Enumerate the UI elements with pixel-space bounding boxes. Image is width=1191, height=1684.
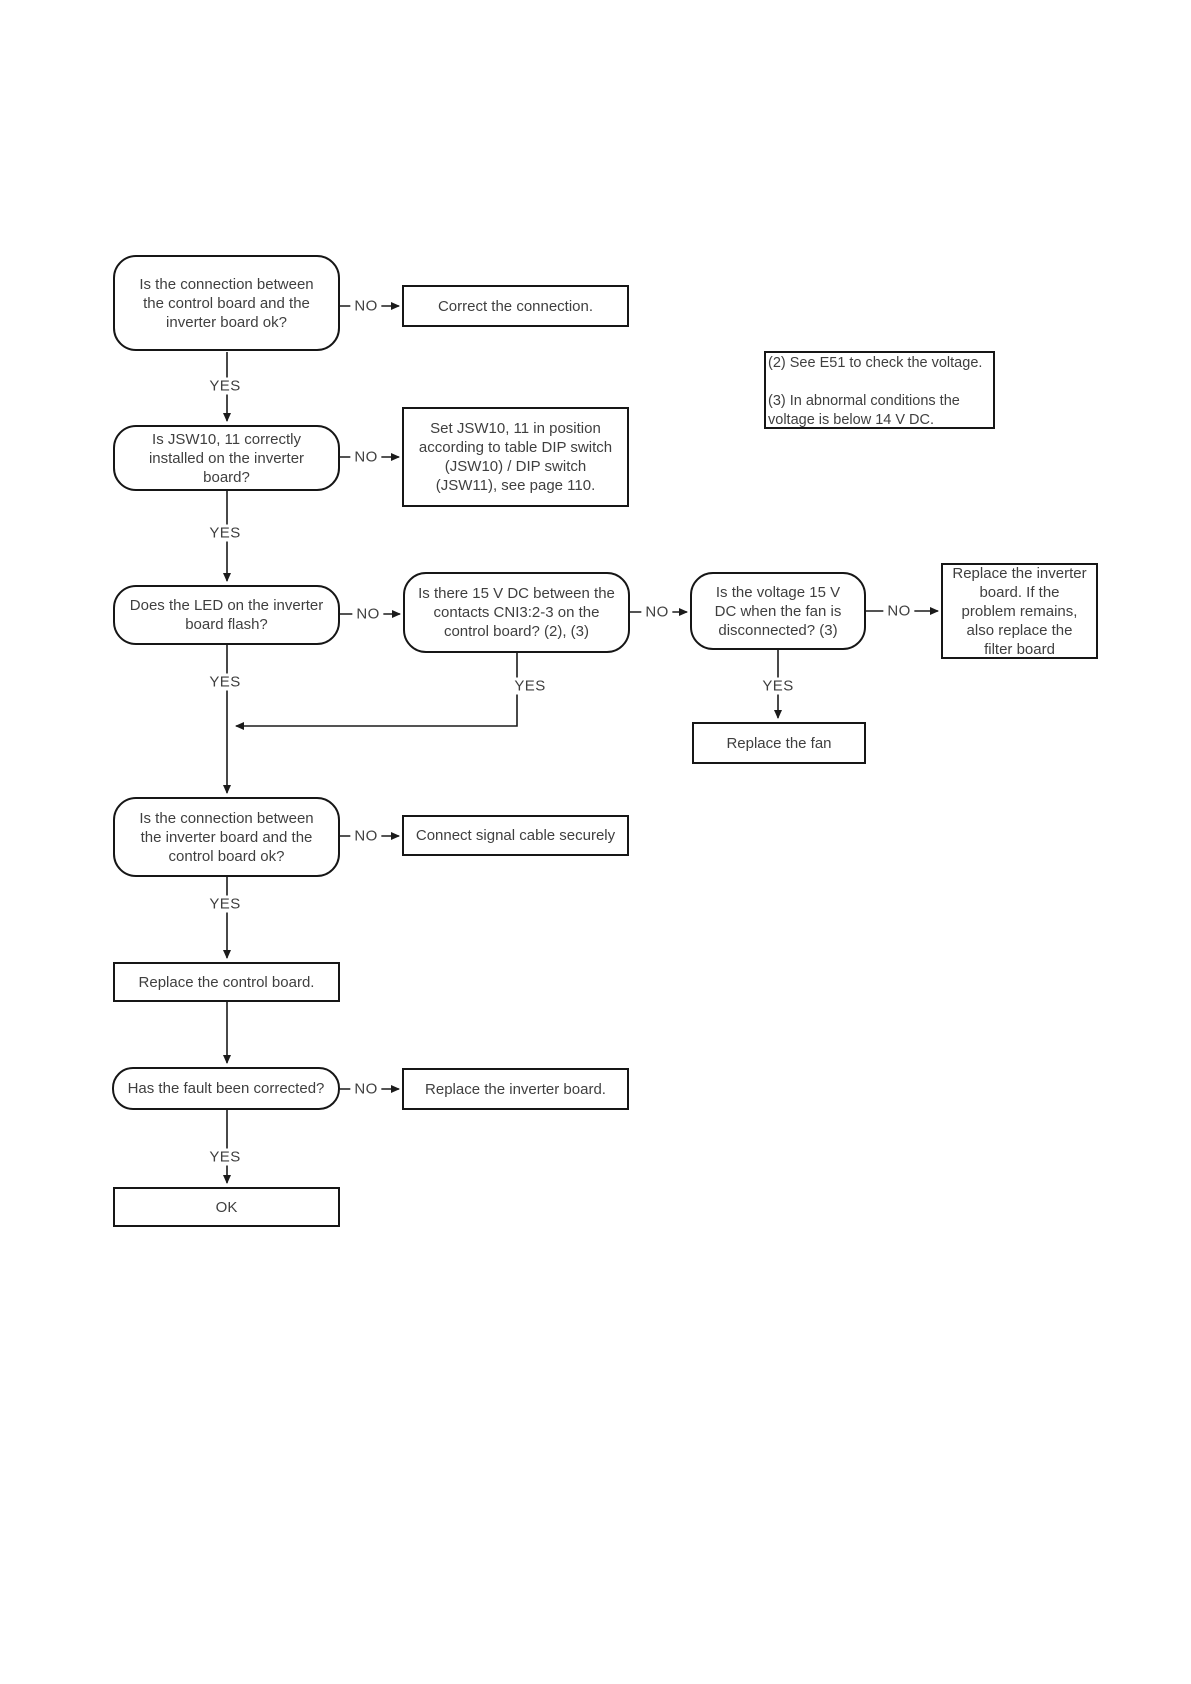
label-yes-1: YES	[205, 377, 245, 395]
connector-q4-yes-join	[235, 653, 518, 730]
label-yes-5: YES	[758, 677, 798, 695]
label-yes-4: YES	[510, 677, 550, 695]
label-no-7: NO	[350, 1080, 382, 1098]
decision-led-flash: Does the LED on the inverter board flash…	[113, 585, 340, 645]
label-no-3: NO	[352, 605, 384, 623]
label-no-4: NO	[641, 603, 673, 621]
label-yes-3: YES	[205, 673, 245, 691]
decision-jsw-installed: Is JSW10, 11 correctly installed on the …	[113, 425, 340, 491]
action-replace-inverter-board: Replace the inverter board.	[402, 1068, 629, 1110]
note-line-3: voltage is below 14 V DC.	[768, 412, 935, 428]
note-spacer	[768, 373, 993, 392]
label-yes-6: YES	[205, 895, 245, 913]
label-yes-2: YES	[205, 524, 245, 542]
action-replace-fan: Replace the fan	[692, 722, 866, 764]
note-line-1: (2) See E51 to check the voltage.	[768, 355, 983, 371]
note-line-2: (3) In abnormal conditions the	[768, 393, 960, 409]
label-no-2: NO	[350, 448, 382, 466]
label-yes-7: YES	[205, 1148, 245, 1166]
decision-control-inverter-connection: Is the connection between the control bo…	[113, 255, 340, 351]
action-set-jsw: Set JSW10, 11 in position according to t…	[402, 407, 629, 507]
label-no-1: NO	[350, 297, 382, 315]
decision-fault-corrected: Has the fault been corrected?	[112, 1067, 340, 1110]
action-replace-inverter-and-filter: Replace the inverter board. If the probl…	[941, 563, 1098, 659]
decision-15v-fan-disconnected: Is the voltage 15 V DC when the fan is d…	[690, 572, 866, 650]
action-ok: OK	[113, 1187, 340, 1227]
label-no-6: NO	[350, 827, 382, 845]
action-replace-control-board: Replace the control board.	[113, 962, 340, 1002]
action-connect-signal-cable: Connect signal cable securely	[402, 815, 629, 856]
label-no-5: NO	[883, 602, 915, 620]
decision-15v-cni3: Is there 15 V DC between the contacts CN…	[403, 572, 630, 653]
decision-inverter-control-connection: Is the connection between the inverter b…	[113, 797, 340, 877]
note-box: (2) See E51 to check the voltage. (3) In…	[764, 351, 995, 429]
action-correct-connection: Correct the connection.	[402, 285, 629, 327]
